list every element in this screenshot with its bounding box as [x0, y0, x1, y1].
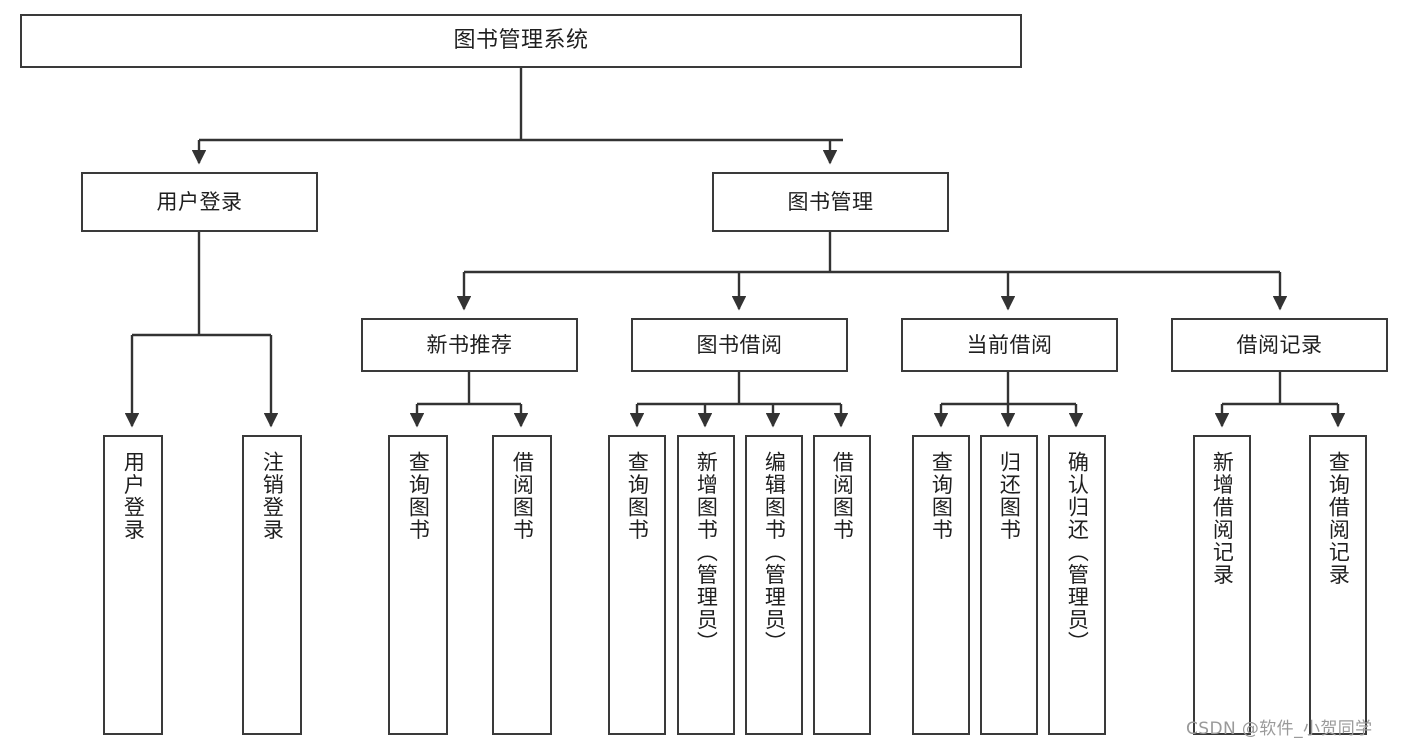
watermark: CSDN @软件_小贺同学: [1186, 719, 1373, 739]
leaf-borrow-query-book-label: 查询图书: [625, 451, 650, 541]
leaf-borrow-edit-book-admin[interactable]: 编辑图书（管理员）: [745, 435, 803, 735]
leaf-recommend-query-book[interactable]: 查询图书: [388, 435, 448, 735]
node-user-login-label: 用户登录: [156, 189, 243, 214]
leaf-current-query-book[interactable]: 查询图书: [912, 435, 970, 735]
leaf-user-login-login[interactable]: 用户登录: [103, 435, 163, 735]
node-book-borrow-label: 图书借阅: [696, 332, 783, 357]
leaf-user-login-logout-label: 注销登录: [260, 451, 285, 541]
leaf-current-query-book-label: 查询图书: [929, 451, 954, 541]
leaf-borrow-borrow-book-label: 借阅图书: [830, 451, 855, 541]
leaf-recommend-borrow-book[interactable]: 借阅图书: [492, 435, 552, 735]
node-borrow-record-label: 借阅记录: [1236, 332, 1323, 357]
leaf-current-return-book[interactable]: 归还图书: [980, 435, 1038, 735]
node-root-system[interactable]: 图书管理系统: [20, 14, 1022, 68]
node-book-borrow[interactable]: 图书借阅: [631, 318, 848, 372]
leaf-recommend-query-book-label: 查询图书: [406, 451, 431, 541]
node-borrow-record[interactable]: 借阅记录: [1171, 318, 1388, 372]
node-book-management-label: 图书管理: [787, 189, 874, 214]
node-root-label: 图书管理系统: [453, 28, 589, 54]
node-current-borrow-label: 当前借阅: [966, 332, 1053, 357]
node-book-management[interactable]: 图书管理: [712, 172, 949, 232]
leaf-record-query-record[interactable]: 查询借阅记录: [1309, 435, 1367, 735]
leaf-borrow-borrow-book[interactable]: 借阅图书: [813, 435, 871, 735]
node-user-login[interactable]: 用户登录: [81, 172, 318, 232]
leaf-borrow-add-book-admin-label: 新增图书（管理员）: [694, 451, 719, 654]
leaf-record-add-record[interactable]: 新增借阅记录: [1193, 435, 1251, 735]
leaf-current-confirm-return-admin[interactable]: 确认归还（管理员）: [1048, 435, 1106, 735]
leaf-current-return-book-label: 归还图书: [997, 451, 1022, 541]
leaf-borrow-add-book-admin[interactable]: 新增图书（管理员）: [677, 435, 735, 735]
leaf-record-add-record-label: 新增借阅记录: [1210, 451, 1235, 586]
leaf-recommend-borrow-book-label: 借阅图书: [510, 451, 535, 541]
leaf-borrow-query-book[interactable]: 查询图书: [608, 435, 666, 735]
leaf-borrow-edit-book-admin-label: 编辑图书（管理员）: [762, 451, 787, 654]
leaf-user-login-logout[interactable]: 注销登录: [242, 435, 302, 735]
leaf-record-query-record-label: 查询借阅记录: [1326, 451, 1351, 586]
node-new-book-recommend-label: 新书推荐: [426, 332, 513, 357]
leaf-current-confirm-return-admin-label: 确认归还（管理员）: [1065, 451, 1090, 654]
leaf-user-login-login-label: 用户登录: [121, 451, 146, 541]
node-new-book-recommend[interactable]: 新书推荐: [361, 318, 578, 372]
node-current-borrow[interactable]: 当前借阅: [901, 318, 1118, 372]
